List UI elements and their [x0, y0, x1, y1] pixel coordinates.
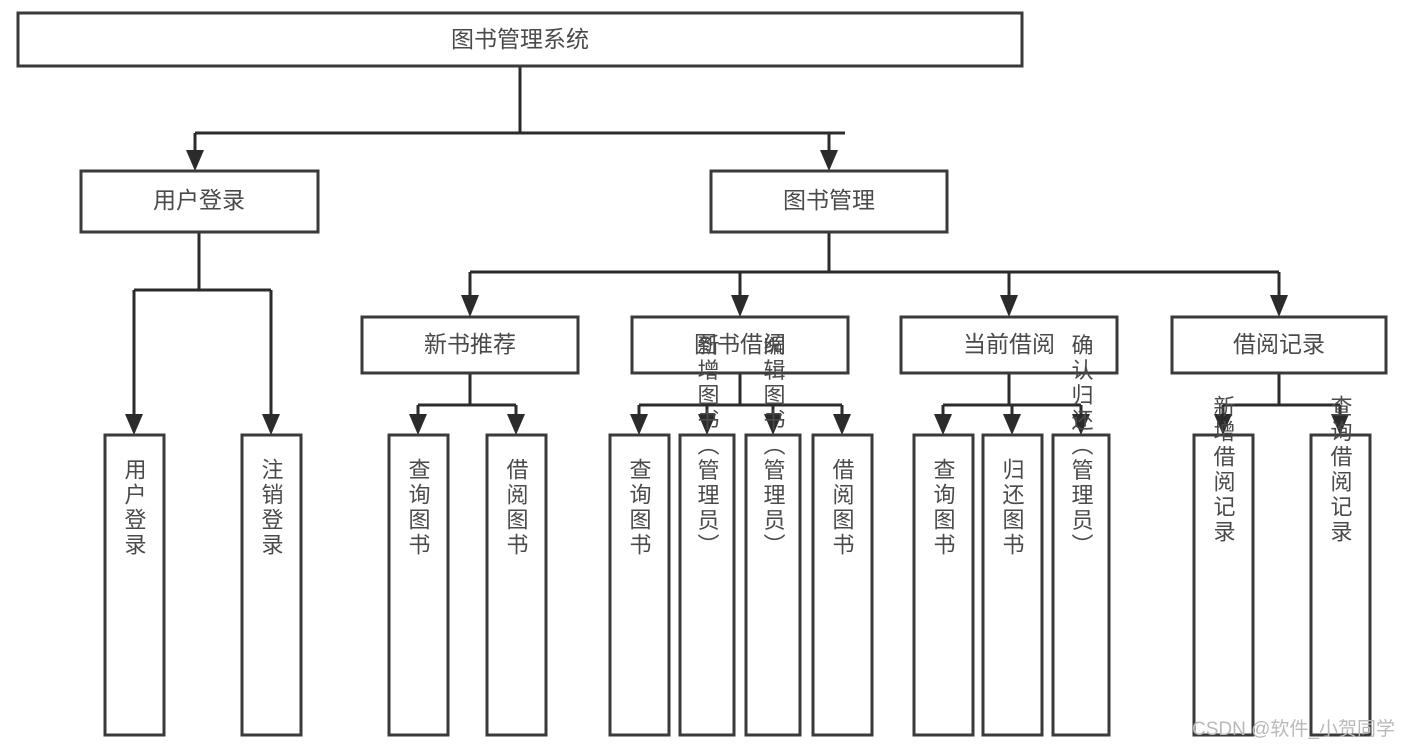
node-label-current-borrow: 当前借阅 — [963, 331, 1055, 357]
leaf-node-bb-add-book-admin[interactable]: 新增图书（管理员） — [678, 334, 736, 737]
leaf-node-bb-borrow-books[interactable]: 借阅图书 — [811, 433, 874, 737]
leaf-label-bb-borrow-books: 借阅图书 — [830, 458, 855, 558]
node-label-user-login: 用户登录 — [153, 187, 245, 213]
leaf-label-br-query-record: 查询借阅记录 — [1328, 395, 1353, 545]
connector-bookborrow-to-leaves — [630, 373, 851, 435]
leaf-label-bb-edit-book-admin: 编辑图书（管理员） — [761, 334, 786, 559]
leaf-node-cb-confirm-return-admin[interactable]: 确认归还（管理员） — [1051, 334, 1111, 737]
leaf-node-br-query-record[interactable]: 查询借阅记录 — [1309, 395, 1372, 737]
leaf-node-cb-return-books[interactable]: 归还图书 — [981, 433, 1044, 737]
node-user-login[interactable]: 用户登录 — [79, 169, 320, 234]
node-label-new-book-recommend: 新书推荐 — [424, 331, 516, 357]
leaf-node-nbr-query-books[interactable]: 查询图书 — [387, 433, 450, 737]
leaf-node-nbr-borrow-books[interactable]: 借阅图书 — [485, 433, 548, 737]
connector-borrowrecord-to-leaves — [1214, 373, 1349, 435]
leaf-label-bb-add-book-admin: 新增图书（管理员） — [695, 334, 720, 559]
node-new-book-recommend[interactable]: 新书推荐 — [360, 315, 580, 375]
node-label-root: 图书管理系统 — [451, 26, 589, 52]
leaf-node-bb-edit-book-admin[interactable]: 编辑图书（管理员） — [744, 334, 802, 737]
leaf-label-cb-return-books: 归还图书 — [1000, 458, 1025, 558]
node-borrow-record[interactable]: 借阅记录 — [1170, 315, 1388, 375]
node-label-book-management: 图书管理 — [783, 187, 875, 213]
leaf-node-user-login-action[interactable]: 用户登录 — [103, 433, 166, 737]
node-label-book-borrow: 图书借阅 — [694, 331, 786, 357]
node-book-management[interactable]: 图书管理 — [709, 169, 949, 234]
connector-bookmgmt-to-level3 — [461, 232, 1288, 317]
leaf-label-cb-query-books: 查询图书 — [931, 458, 956, 558]
leaf-node-br-add-record[interactable]: 新增借阅记录 — [1192, 395, 1255, 737]
leaf-label-nbr-borrow-books: 借阅图书 — [504, 458, 529, 558]
leaf-node-logout[interactable]: 注销登录 — [240, 433, 303, 737]
leaf-label-br-add-record: 新增借阅记录 — [1211, 395, 1236, 545]
leaf-label-logout: 注销登录 — [259, 458, 284, 558]
node-book-borrow[interactable]: 图书借阅 — [630, 315, 850, 375]
leaf-label-bb-query-books: 查询图书 — [627, 458, 652, 558]
leaf-node-bb-query-books[interactable]: 查询图书 — [608, 433, 671, 737]
leaf-label-cb-confirm-return-admin: 确认归还（管理员） — [1069, 334, 1094, 559]
leaf-label-user-login-action: 用户登录 — [122, 458, 147, 558]
connector-root-to-level2 — [186, 66, 845, 171]
node-label-borrow-record: 借阅记录 — [1233, 331, 1325, 357]
connector-currentborrow-to-leaves — [934, 373, 1090, 435]
node-current-borrow[interactable]: 当前借阅 — [899, 315, 1119, 375]
connector-newbook-to-leaves — [409, 373, 525, 435]
leaf-label-nbr-query-books: 查询图书 — [406, 458, 431, 558]
connector-userlogin-to-leaves — [125, 232, 280, 435]
csdn-watermark: CSDN @软件_小贺同学 — [1192, 718, 1395, 740]
leaf-node-cb-query-books[interactable]: 查询图书 — [912, 433, 975, 737]
node-root-system[interactable]: 图书管理系统 — [16, 11, 1024, 68]
